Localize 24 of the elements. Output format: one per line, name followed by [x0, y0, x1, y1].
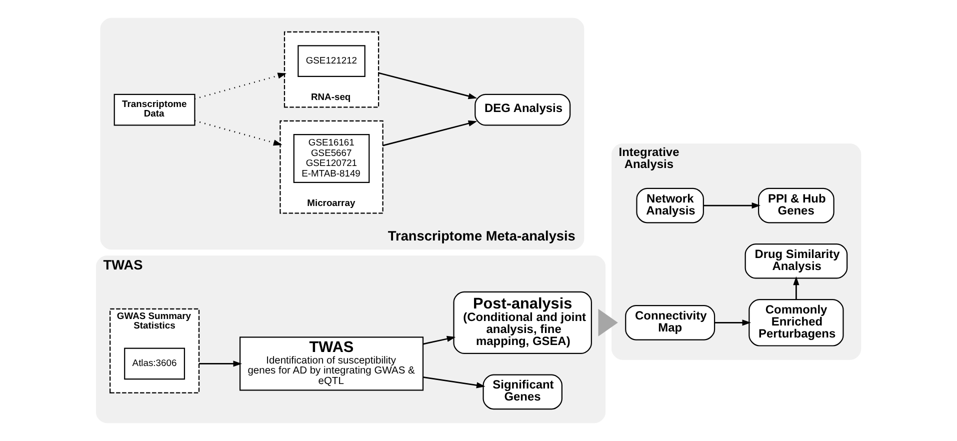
node-box: GSE121212 [297, 45, 365, 77]
arrow [422, 336, 456, 345]
arrow [714, 320, 750, 326]
node-box: Commonly Enriched Perturbagens [748, 299, 844, 346]
arrow [598, 308, 618, 336]
node-box: Network Analysis [636, 188, 704, 224]
arrow [382, 120, 477, 146]
arrow [198, 360, 242, 367]
node-box: Transcriptome Data [113, 94, 195, 126]
node-box: Connectivity Map [624, 305, 715, 340]
node-box: GSE16161 GSE5667 GSE120721 E-MTAB-8149 [292, 134, 370, 184]
node-box: Post-analysis (Conditional and joint analysis, fine mapping, GSEA) [452, 291, 592, 354]
node-box: Atlas:3606 [124, 348, 185, 380]
arrow [792, 276, 799, 300]
node-box: TWAS Identification of susceptibility genes for AD by integrating GWAS & eQTL [238, 336, 424, 391]
arrow [194, 72, 286, 100]
arrow [422, 376, 485, 388]
arrow [378, 72, 477, 100]
node-box: PPI & Hub Genes [758, 188, 834, 224]
node-box: Drug Similarity Analysis [744, 243, 848, 279]
arrow [194, 120, 282, 146]
node-box: Significant Genes [482, 374, 562, 410]
node-box: DEG Analysis [474, 94, 570, 126]
arrow [703, 202, 760, 209]
